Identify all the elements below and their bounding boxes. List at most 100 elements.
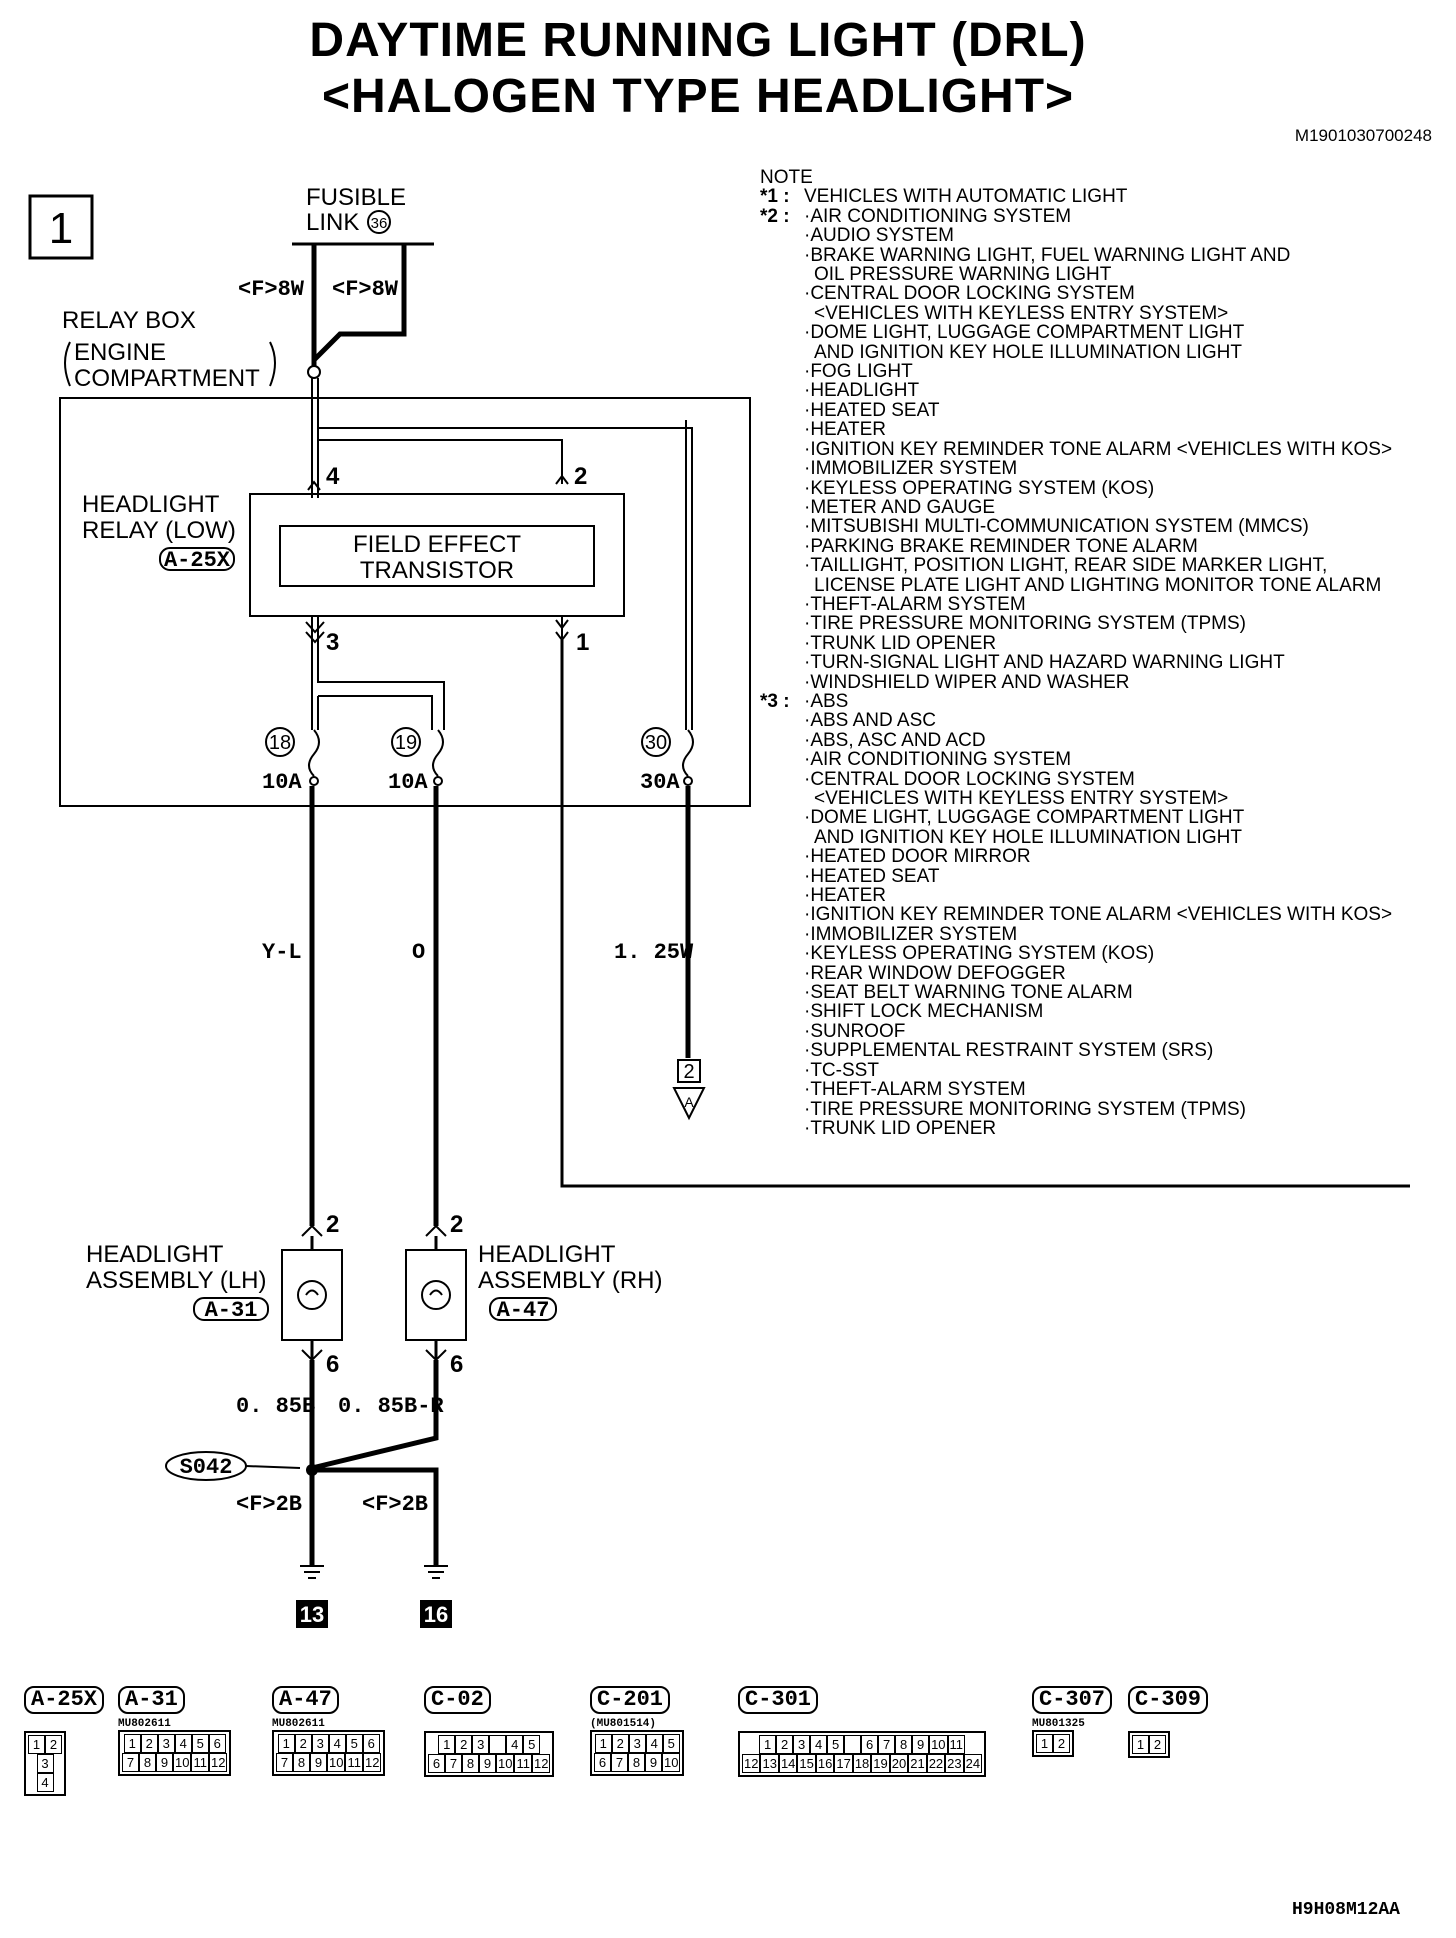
fusible-link-number: 36 [371, 215, 388, 232]
connector-pin: 8 [293, 1753, 310, 1772]
connector-pin: 4 [174, 1734, 192, 1753]
connector-name: C-309 [1128, 1686, 1209, 1714]
connector-pin: 11 [191, 1753, 209, 1772]
connector-pin: 22 [926, 1754, 946, 1773]
connector-pin: 7 [445, 1754, 462, 1773]
connector-pin [844, 1735, 862, 1754]
fet-label2: TRANSISTOR [360, 557, 514, 584]
engine-compartment-label1: ENGINE [74, 339, 166, 366]
note-item: ·AUDIO SYSTEM [804, 225, 954, 247]
connector-pin: 10 [327, 1753, 346, 1772]
star3-mark: *3 : [760, 690, 790, 712]
connector-pin: 8 [462, 1754, 479, 1773]
note-item: ·DOME LIGHT, LUGGAGE COMPARTMENT LIGHT [804, 807, 1245, 829]
headlight-rh-bulb-icon [421, 1280, 451, 1310]
fuse30-feed-wire [318, 427, 693, 730]
connector-pin: 2 [611, 1734, 629, 1753]
fuse19-feed [317, 640, 445, 730]
rh-filament [429, 1289, 443, 1296]
note-item: ·REAR WINDOW DEFOGGER [804, 962, 1066, 984]
connector-pin: 1 [1132, 1735, 1149, 1754]
splice-pointer [245, 1465, 301, 1469]
relay-connector: A-25X [164, 548, 231, 573]
note-item: ·THEFT-ALARM SYSTEM [804, 1079, 1026, 1101]
connector-name: A-47 [272, 1686, 339, 1714]
note-item: ·HEATED SEAT [804, 865, 940, 887]
note-item: ·IGNITION KEY REMINDER TONE ALARM <VEHIC… [804, 438, 1393, 460]
headlight-relay-outline [249, 493, 625, 617]
note-item: ·TURN-SIGNAL LIGHT AND HAZARD WARNING LI… [804, 652, 1285, 674]
connector-pin: 12 [742, 1754, 761, 1773]
connector-pin: 24 [963, 1754, 983, 1773]
note-star3-first: *3 :·ABS [760, 690, 1392, 712]
connector-pin: 1 [594, 1734, 612, 1753]
relay-box-terminal [307, 365, 321, 379]
wire-f8w-left: <F>8W [238, 277, 305, 302]
fuse18-number: 18 [269, 732, 291, 754]
connector-pin: 3 [793, 1735, 811, 1754]
splice-label: S042 [180, 1455, 233, 1480]
connector-pin: 1 [759, 1735, 777, 1754]
fuse19-amperage: 10A [388, 770, 428, 795]
connector-part-number: (MU801514) [590, 1718, 657, 1730]
connector-pin: 2 [1053, 1734, 1070, 1753]
connector-part-number: MU802611 [272, 1718, 325, 1730]
note-item: ·CENTRAL DOOR LOCKING SYSTEM [804, 283, 1135, 305]
wire-085br-label: 0. 85B-R [338, 1394, 444, 1419]
note-item: ·ABS AND ASC [804, 710, 936, 732]
ref-box [677, 1059, 701, 1083]
connector-pin: 11 [947, 1735, 966, 1754]
note-item: ·THEFT-ALARM SYSTEM [804, 593, 1026, 615]
connector-pin: 13 [760, 1754, 779, 1773]
page-number-box [28, 194, 94, 260]
ground-icon [424, 1565, 448, 1579]
connector-name: A-31 [118, 1686, 185, 1714]
connector-pin: 19 [871, 1754, 890, 1773]
connector-pin: 1 [438, 1735, 456, 1754]
connector-pin: 5 [827, 1735, 845, 1754]
note-item: <VEHICLES WITH KEYLESS ENTRY SYSTEM> [814, 788, 1229, 809]
diagram-title-line1: DAYTIME RUNNING LIGHT (DRL) [309, 14, 1087, 67]
connector-pin: 17 [834, 1754, 853, 1773]
fuse19-number: 19 [395, 732, 417, 754]
wire-ground-rh [312, 1467, 439, 1566]
connector-pin: 7 [878, 1735, 896, 1754]
lh-pin6: 6 [326, 1351, 339, 1378]
document-id: M1901030700248 [1294, 126, 1432, 145]
diagram-title-line2: <HALOGEN TYPE HEADLIGHT> [321, 70, 1075, 123]
connector-pin: 2 [140, 1734, 158, 1753]
connector-pin: 1 [28, 1735, 45, 1754]
connector-pin: 10 [496, 1754, 515, 1773]
ground-13-box [296, 1600, 328, 1628]
ground-icon [300, 1565, 324, 1579]
wire-o-label: O [412, 940, 425, 965]
connector-pin: 20 [889, 1754, 909, 1773]
note-item: ·DOME LIGHT, LUGGAGE COMPARTMENT LIGHT [804, 322, 1245, 344]
relay-pin3: 3 [326, 629, 339, 656]
note-item: ·TAILLIGHT, POSITION LIGHT, REAR SIDE MA… [804, 555, 1328, 577]
note-item: ·FOG LIGHT [804, 361, 913, 383]
connector-pin: 4 [645, 1734, 663, 1753]
wire-085br [311, 1360, 439, 1471]
note-star1: *1 :VEHICLES WITH AUTOMATIC LIGHT [760, 187, 1392, 207]
connector-pin: 9 [912, 1735, 930, 1754]
note-item: ·SHIFT LOCK MECHANISM [804, 1001, 1044, 1023]
note-item: ·HEATER [804, 419, 886, 441]
relay-pin2-wire [318, 439, 563, 484]
note-item: ·AIR CONDITIONING SYSTEM [804, 749, 1072, 771]
connector-pin: 15 [797, 1754, 816, 1773]
ground-16: 16 [424, 1602, 448, 1627]
connector-part-number: MU802611 [118, 1718, 171, 1730]
connector-pin: 12 [362, 1753, 382, 1772]
wire-f8w-right: <F>8W [332, 277, 399, 302]
connector-part-number: MU801325 [1032, 1718, 1085, 1730]
ref-number: 2 [683, 1061, 694, 1083]
note-item: ·IMMOBILIZER SYSTEM [804, 923, 1018, 945]
lh-label2: ASSEMBLY (LH) [86, 1267, 267, 1294]
connector-pin: 21 [908, 1754, 927, 1773]
note-item: ·HEATER [804, 885, 886, 907]
